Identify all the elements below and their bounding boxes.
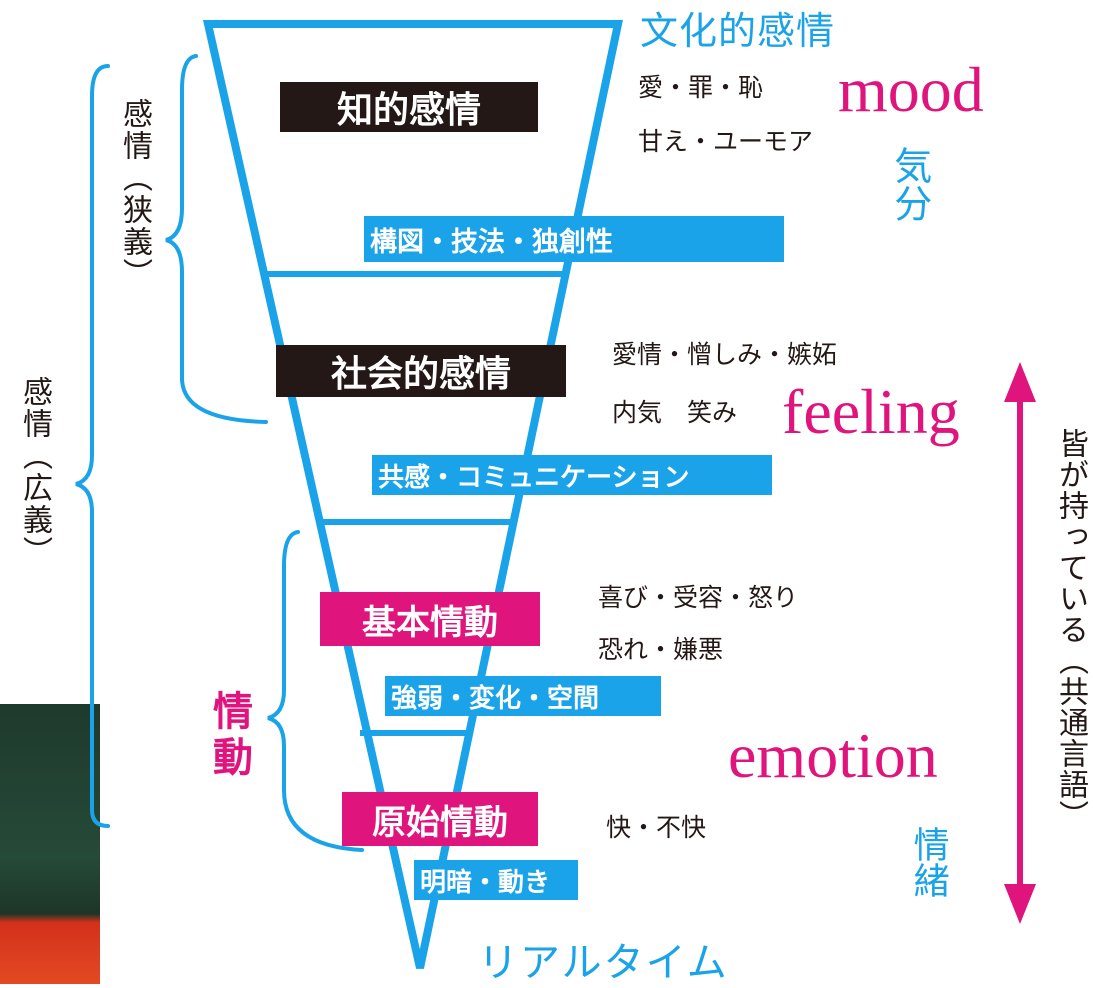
emotion-narrow-label: 感情（狭義） xyxy=(117,98,152,290)
arrow-head-up xyxy=(1004,362,1036,402)
level-basic-bar: 強弱・変化・空間 xyxy=(385,676,661,716)
level-social-bar: 共感・コミュニケーション xyxy=(372,455,772,495)
primitive-example-1: 快・不快 xyxy=(606,813,707,842)
brace-broad xyxy=(75,64,110,828)
emotion-jp-term: 情緒 xyxy=(907,826,949,898)
funnel-outline xyxy=(203,20,623,969)
level-social-subtext: 共感・コミュニケーション xyxy=(378,462,690,493)
common-language-label: 皆が持っている（共通言語） xyxy=(1053,428,1088,831)
real-time-label: リアルタイム xyxy=(478,940,729,986)
level-basic-subtext: 強弱・変化・空間 xyxy=(391,683,600,714)
emotion-broad-label: 感情（広義） xyxy=(17,376,52,568)
social-example-1: 愛情・憎しみ・嫉妬 xyxy=(612,340,838,369)
cultural-emotion-label: 文化的感情 xyxy=(640,9,836,53)
level-intellectual-label: 知的感情 xyxy=(280,82,538,132)
basic-example-2: 恐れ・嫌悪 xyxy=(598,635,724,664)
jodo-label: 情動 xyxy=(206,690,252,782)
painting-fragment xyxy=(0,704,100,984)
level-intellectual-subtext: 構図・技法・独創性 xyxy=(370,226,613,258)
level-primitive-bar: 明暗・動き xyxy=(414,860,578,900)
level-intellectual-bar: 構図・技法・独創性 xyxy=(364,216,784,262)
level-basic-emotion-label: 基本情動 xyxy=(320,592,540,646)
emotion-term: emotion xyxy=(728,720,938,791)
arrow-head-down xyxy=(1004,884,1036,924)
social-example-2: 内気 笑み xyxy=(612,398,738,427)
level-primitive-subtext: 明暗・動き xyxy=(420,867,551,898)
feeling-term: feeling xyxy=(782,376,960,447)
mood-jp-term: 気分 xyxy=(887,146,932,222)
intellectual-example-1: 愛・罪・恥 xyxy=(638,73,764,102)
brace-narrow xyxy=(165,54,268,424)
intellectual-example-2: 甘え・ユーモア xyxy=(638,127,814,156)
level-primitive-emotion-label: 原始情動 xyxy=(342,792,538,846)
level-social-label: 社会的感情 xyxy=(276,345,566,397)
brace-jodo xyxy=(267,530,364,852)
mood-term: mood xyxy=(838,54,984,125)
basic-example-1: 喜び・受容・怒り xyxy=(598,583,799,612)
